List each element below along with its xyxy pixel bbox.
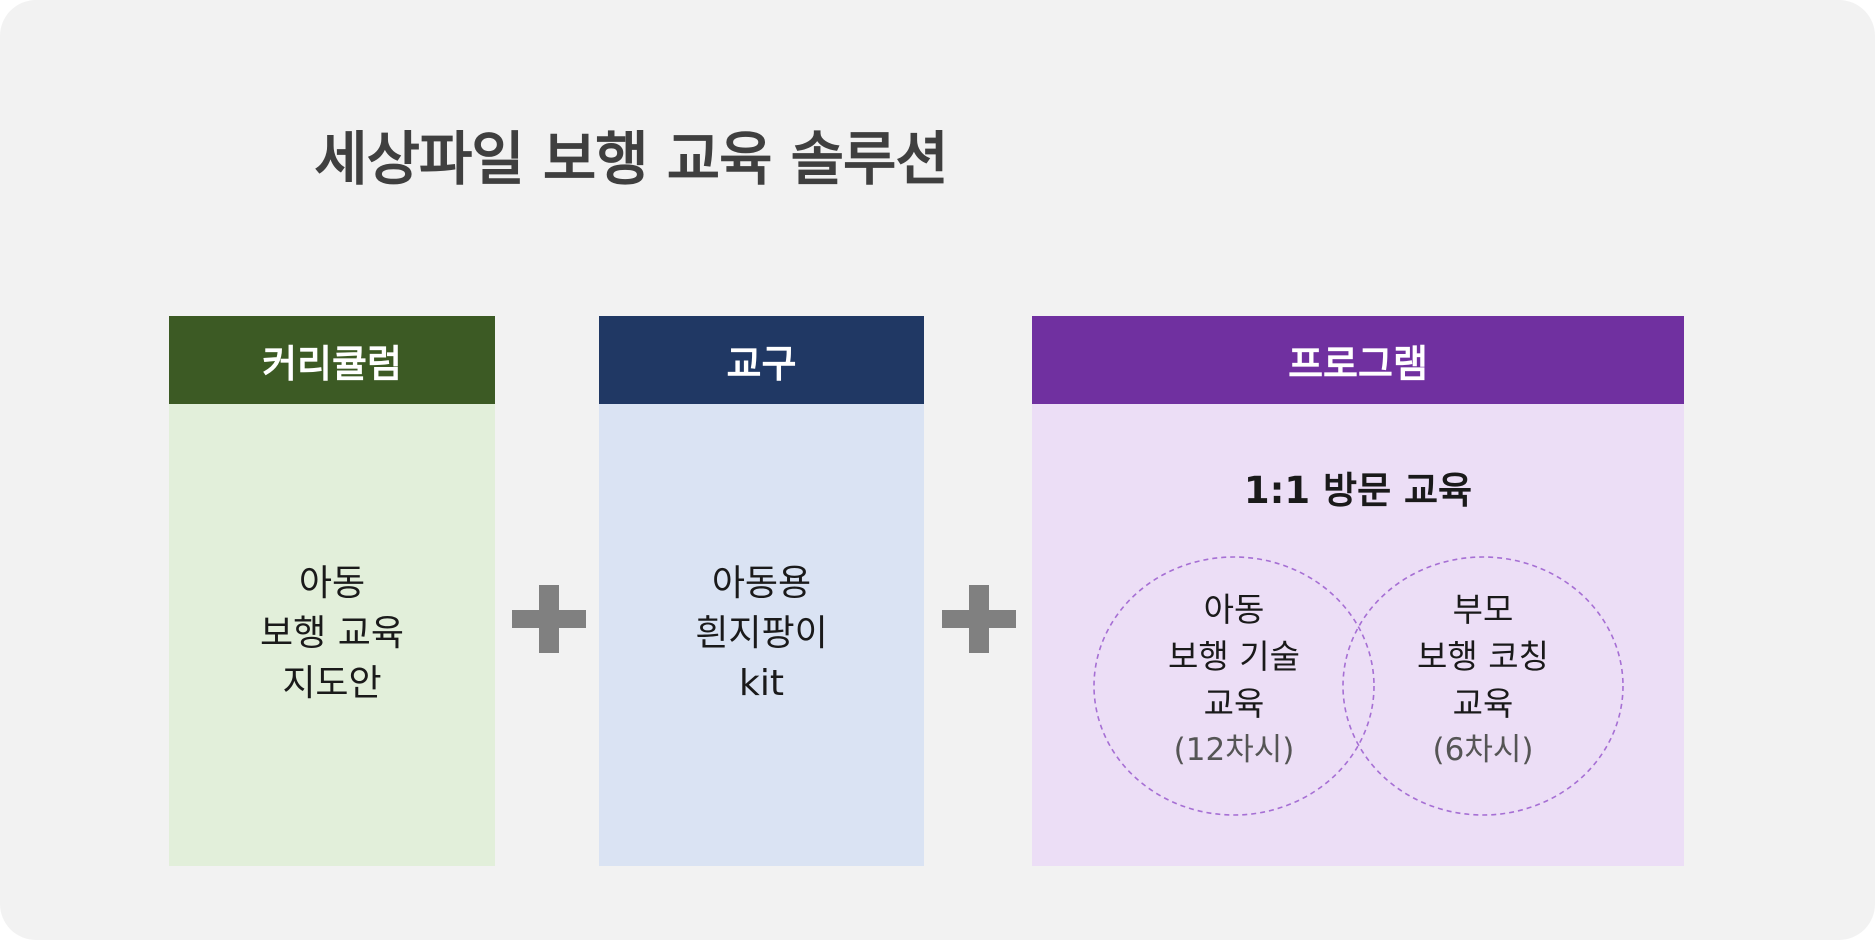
- program-subtitle: 1:1 방문 교육: [1243, 469, 1473, 512]
- tool-line: kit: [739, 663, 784, 704]
- parent-circle-text: 부모 보행 코칭 교육 (6차시): [1373, 586, 1593, 774]
- venn-diagram: [1093, 556, 1624, 816]
- curriculum-line: 아동: [298, 563, 366, 604]
- parent-circle: [1342, 556, 1624, 816]
- program-header: 프로그램: [1032, 316, 1684, 404]
- curriculum-line: 보행 교육: [260, 613, 404, 654]
- child-circle-line: 보행 기술: [1168, 637, 1300, 676]
- tool-line: 아동용: [711, 563, 812, 604]
- plus-icon-vertical: [969, 585, 989, 653]
- tool-body: 아동용 흰지팡이 kit: [599, 404, 924, 866]
- program-body: 1:1 방문 교육 아동 보행 기술 교육 (12차시) 부모 보행 코칭 교육…: [1032, 404, 1684, 866]
- curriculum-line: 지도안: [282, 663, 382, 704]
- plus-icon: [512, 585, 586, 653]
- child-circle-text: 아동 보행 기술 교육 (12차시): [1124, 586, 1344, 774]
- parent-circle-line: 교육: [1452, 684, 1514, 723]
- tool-line: 흰지팡이: [695, 613, 828, 654]
- tool-text: 아동용 흰지팡이 kit: [599, 559, 924, 709]
- child-circle-line: 교육: [1203, 684, 1265, 723]
- tool-header: 교구: [599, 316, 924, 404]
- parent-circle-sessions: (6차시): [1432, 732, 1534, 768]
- plus-icon-vertical: [539, 585, 559, 653]
- tool-column: 교구 아동용 흰지팡이 kit: [599, 316, 924, 866]
- child-circle: [1093, 556, 1375, 816]
- child-circle-line: 아동: [1203, 590, 1265, 629]
- child-circle-sessions: (12차시): [1173, 732, 1295, 768]
- program-column: 프로그램 1:1 방문 교육 아동 보행 기술 교육 (12차시) 부모 보행 …: [1032, 316, 1684, 866]
- parent-circle-line: 부모: [1452, 590, 1514, 629]
- parent-circle-line: 보행 코칭: [1417, 637, 1549, 676]
- curriculum-body: 아동 보행 교육 지도안: [169, 404, 495, 866]
- curriculum-header: 커리큘럼: [169, 316, 495, 404]
- curriculum-text: 아동 보행 교육 지도안: [169, 559, 495, 709]
- curriculum-column: 커리큘럼 아동 보행 교육 지도안: [169, 316, 495, 866]
- page-title: 세상파일 보행 교육 솔루션: [314, 125, 949, 193]
- plus-icon: [942, 585, 1016, 653]
